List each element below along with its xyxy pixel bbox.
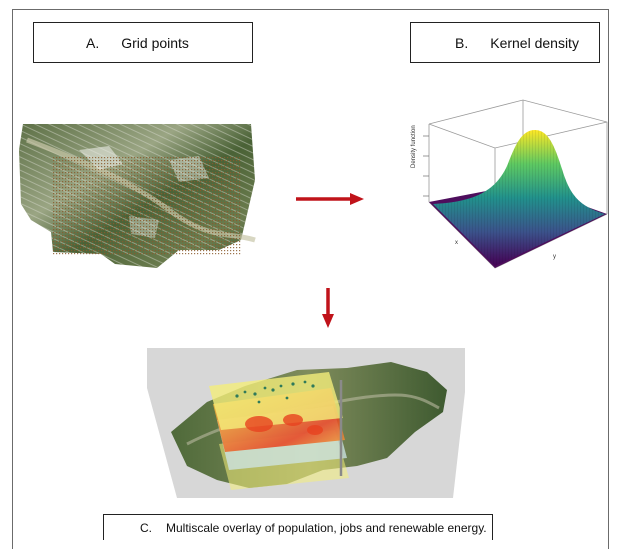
panel-b-title: Kernel density	[490, 34, 579, 51]
panel-b-letter: B.	[455, 34, 469, 51]
right-arrow-icon	[296, 193, 364, 205]
panel-b-label-box: B. Kernel density	[410, 22, 600, 63]
grid-points-overlay	[52, 156, 242, 256]
density-axis-ticks	[423, 135, 429, 197]
down-arrow-icon	[322, 288, 334, 328]
job-hotspots	[245, 414, 323, 435]
population-points	[235, 380, 315, 404]
overlay-layer-top	[209, 372, 343, 430]
grid-points-map	[19, 124, 256, 268]
panel-a-label-box: A. Grid points	[33, 22, 253, 63]
panel-a-letter: A.	[86, 34, 100, 51]
density-mesh	[433, 130, 605, 266]
panel-c-caption: Multiscale overlay of population, jobs a…	[166, 520, 487, 535]
z-axis-label: Density function	[411, 125, 417, 168]
panel-c-caption-box: C. Multiscale overlay of population, job…	[103, 514, 493, 540]
multiscale-overlay-map	[147, 348, 465, 498]
y-axis-label: y	[553, 254, 556, 260]
kernel-density-surface: Density function x y	[411, 99, 608, 269]
panel-a-title: Grid points	[121, 34, 189, 51]
figure-frame	[12, 9, 609, 549]
panel-c-letter: C.	[140, 520, 152, 535]
x-axis-label: x	[455, 240, 458, 246]
